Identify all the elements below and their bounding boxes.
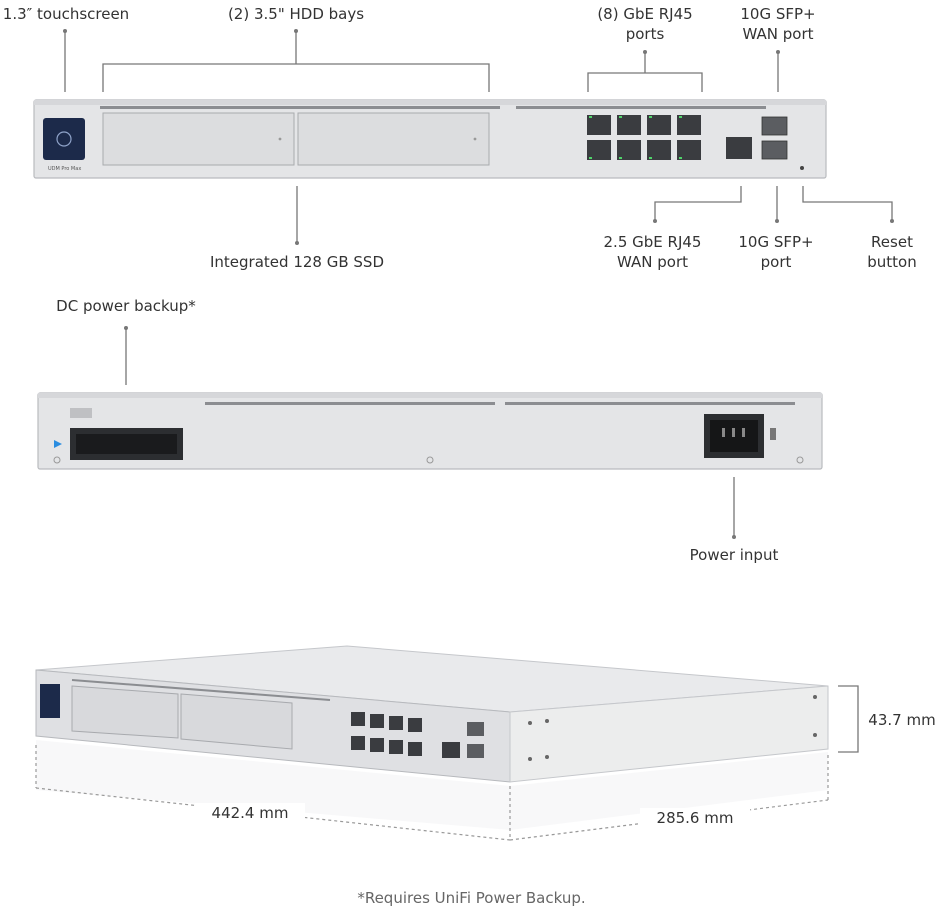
sfp-port <box>761 140 788 160</box>
reset-button <box>800 166 804 170</box>
dc-backup-connector <box>70 428 183 460</box>
reset-button-callout: Reset button <box>867 233 917 271</box>
rear-panel <box>37 392 823 470</box>
front-panel: UDM Pro Max <box>33 99 827 179</box>
isometric-device <box>35 645 829 830</box>
touchscreen-callout: 1.3″ touchscreen <box>2 5 130 23</box>
touchscreen <box>43 118 85 160</box>
dc-backup-callout: DC power backup* <box>56 297 196 315</box>
sfp-port-callout: 10G SFP+ port <box>738 233 814 271</box>
sfp-wan-callout: 10G SFP+ WAN port <box>740 5 816 43</box>
hdd-bays-callout: (2) 3.5" HDD bays <box>227 5 365 23</box>
footnote: *Requires UniFi Power Backup. <box>357 889 586 907</box>
rear-leader-lines <box>124 326 736 539</box>
gbe-ports-callout: (8) GbE RJ45 ports <box>597 5 693 43</box>
width-dimension: 442.4 mm <box>195 803 305 823</box>
dimension-lines <box>35 685 859 841</box>
depth-dimension: 285.6 mm <box>640 808 750 828</box>
height-dimension: 43.7 mm <box>868 711 936 729</box>
hdd-bay-2 <box>297 112 490 166</box>
gbe-port-grid <box>587 115 701 160</box>
power-input-socket <box>704 414 764 458</box>
rj45-wan-callout: 2.5 GbE RJ45 WAN port <box>603 233 702 271</box>
sfp-wan-port <box>761 116 788 136</box>
front-leader-lines <box>63 29 894 245</box>
ssd-callout: Integrated 128 GB SSD <box>210 253 384 271</box>
power-input-callout: Power input <box>689 546 779 564</box>
hdd-bay-1 <box>102 112 295 166</box>
rj45-wan-port <box>726 137 752 159</box>
model-label: UDM Pro Max <box>48 166 81 172</box>
